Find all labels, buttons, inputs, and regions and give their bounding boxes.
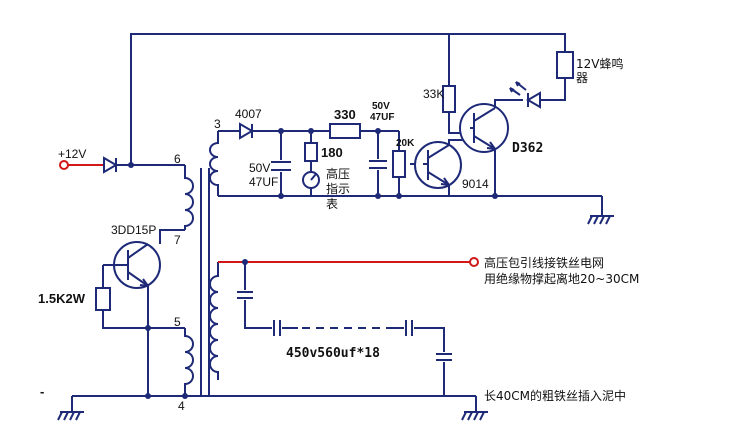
- feedback-coil: [184, 328, 194, 396]
- label-3dd15p: 3DD15P: [111, 223, 156, 237]
- diode-4007: [239, 122, 254, 140]
- capacitor-47uf-2: [369, 160, 387, 169]
- label-1-5k2w: 1.5K2W: [38, 291, 86, 306]
- label-9014: 9014: [462, 177, 489, 191]
- input-diode: [103, 156, 118, 174]
- label-cap2-c: 47UF: [370, 112, 394, 123]
- label-buzzer-1: 12V蜂鸣: [576, 56, 623, 71]
- label-4007: 4007: [235, 107, 262, 121]
- label-hv-note-2: 用绝缘物撑起离地20~30CM: [484, 271, 639, 286]
- resistor-180: [304, 142, 318, 162]
- capacitor-bank-first: [237, 291, 253, 299]
- label-ground-note: 长40CM的粗铁丝插入泥中: [484, 388, 626, 403]
- label-minus: -: [40, 384, 44, 399]
- led-icon: [509, 81, 541, 109]
- label-33k: 33K: [423, 87, 444, 101]
- primary-coil: [184, 165, 194, 230]
- label-cap2-v: 50V: [372, 101, 390, 112]
- label-d362: D362: [512, 141, 543, 156]
- hv-terminal: [469, 257, 479, 267]
- label-plus12v: +12V: [58, 147, 86, 161]
- label-pin7: 7: [174, 233, 181, 247]
- resistor-1-5k: [95, 287, 111, 311]
- hv-coil: [209, 262, 219, 380]
- capacitor-47uf-1: [271, 161, 291, 171]
- label-180: 180: [321, 145, 343, 160]
- label-meter-1: 高压: [326, 166, 350, 181]
- label-meter-3: 表: [326, 197, 338, 211]
- voltmeter-icon: [302, 171, 320, 189]
- transistor-9014: [414, 141, 462, 189]
- label-hv-note-1: 高压包引线接铁丝电网: [484, 255, 604, 270]
- transformer-core: [200, 168, 210, 396]
- resistor-33k: [442, 85, 456, 113]
- transistor-d362: [459, 103, 509, 153]
- label-cap1-v: 50V: [249, 161, 270, 175]
- label-cap1-c: 47UF: [249, 175, 278, 189]
- label-20k: 20K: [396, 138, 415, 149]
- label-pin6: 6: [174, 152, 181, 166]
- capacitor-bank-mid-2: [405, 320, 413, 336]
- label-pin5: 5: [174, 315, 181, 329]
- buzzer-icon: [556, 51, 574, 79]
- label-pin3: 3: [214, 117, 221, 131]
- label-330: 330: [334, 107, 356, 122]
- label-caps: 450v560uf*18: [286, 346, 380, 361]
- label-pin4: 4: [178, 399, 185, 413]
- label-buzzer-2: 器: [576, 71, 588, 85]
- ground-right-icon: [461, 396, 488, 421]
- secondary-coil: [209, 131, 219, 196]
- capacitor-bank-mid-1: [273, 320, 281, 336]
- label-meter-2: 指示: [326, 181, 350, 196]
- resistor-330: [329, 123, 361, 139]
- transistor-3dd15p: [103, 241, 161, 289]
- capacitor-bank-last: [436, 353, 452, 361]
- ground-left-icon: [57, 396, 84, 421]
- input-terminal: [59, 160, 69, 170]
- ground-mid-icon: [587, 196, 614, 225]
- top-rail: [130, 33, 566, 165]
